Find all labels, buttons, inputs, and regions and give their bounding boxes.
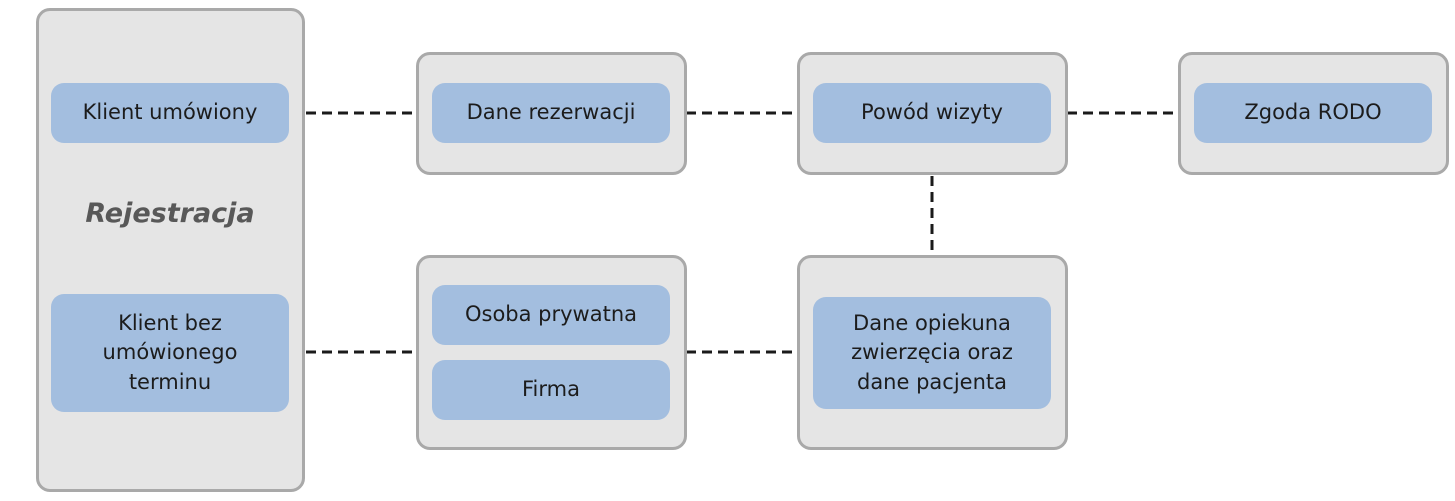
dane-rezerwacji-node: Dane rezerwacji [432, 83, 670, 143]
klient-umowiony-node: Klient umówiony [51, 83, 289, 143]
osoba-prywatna-node: Osoba prywatna [432, 285, 670, 345]
zgoda-rodo-node: Zgoda RODO [1194, 83, 1432, 143]
firma-node: Firma [432, 360, 670, 420]
powod-wizyty-node: Powód wizyty [813, 83, 1051, 143]
rejestracja-container [36, 8, 305, 492]
rejestracja-title: Rejestracja [85, 198, 255, 229]
dane-opiekuna-node: Dane opiekuna zwierzęcia oraz dane pacje… [813, 297, 1051, 409]
klient-bez-terminu-node: Klient bez umówionego terminu [51, 294, 289, 412]
